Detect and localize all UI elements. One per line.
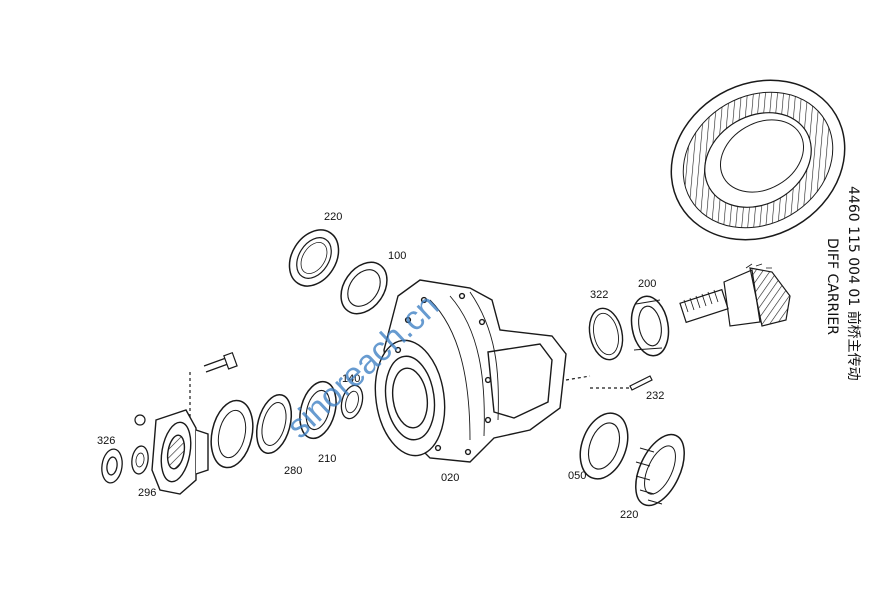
callout-296: 296	[138, 487, 156, 499]
seal-280	[251, 391, 297, 457]
callout-322: 322	[590, 289, 608, 301]
seal-ring-220-upper	[279, 221, 348, 295]
callout-200: 200	[638, 278, 656, 290]
nut-326	[100, 448, 125, 484]
callout-020: 020	[441, 472, 459, 484]
callout-100: 100	[388, 250, 406, 262]
callout-210: 210	[318, 453, 336, 465]
washer-296	[130, 445, 150, 475]
roller-bearing-220-lower	[626, 427, 694, 513]
callout-280: 280	[284, 465, 302, 477]
part-name-title: DIFF CARRIER	[824, 238, 840, 335]
callout-220-lower: 220	[620, 509, 638, 521]
callout-140: 140	[342, 373, 360, 385]
bolt	[135, 353, 237, 425]
bearing-200	[627, 293, 673, 358]
callout-326: 326	[97, 435, 115, 447]
bearing-140	[338, 383, 366, 421]
companion-flange	[152, 410, 208, 494]
drive-pinion	[680, 264, 790, 326]
diff-carrier-housing	[368, 280, 566, 462]
callout-050: 050	[568, 470, 586, 482]
callout-232: 232	[646, 390, 664, 402]
callout-labels: 220 100 322 200 140 232 326 296 280 210 …	[97, 211, 664, 521]
cover-plate	[205, 397, 258, 472]
pin-232	[566, 376, 652, 390]
diagram-title: 4460 115 004 01 前桥主传动 DIFF CARRIER	[824, 186, 862, 381]
bearing-050	[572, 407, 637, 486]
bearing-100	[332, 254, 397, 323]
ring-gear	[642, 49, 871, 271]
bearing-210	[294, 378, 342, 443]
thrust-ring-322	[585, 305, 627, 363]
part-number-title: 4460 115 004 01 前桥主传动	[845, 186, 862, 381]
callout-220-upper: 220	[324, 211, 342, 223]
